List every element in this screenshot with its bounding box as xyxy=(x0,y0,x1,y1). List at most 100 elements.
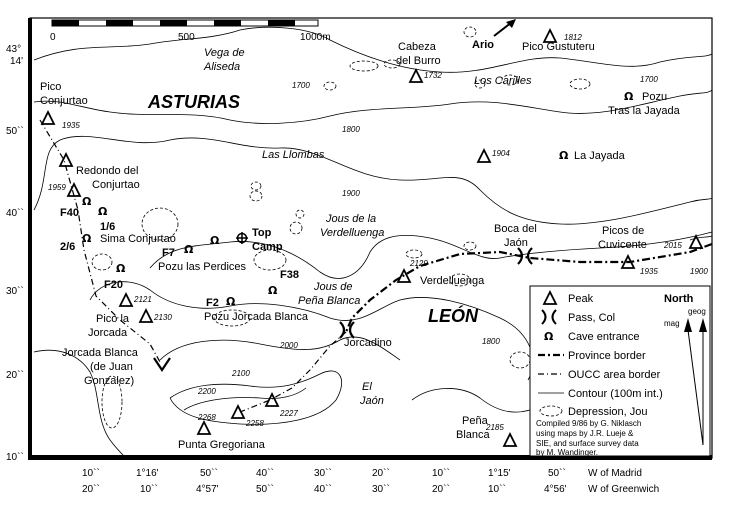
province-border xyxy=(344,242,713,333)
cave-icon-f7: Ω xyxy=(184,243,194,256)
peak-icon-2227 xyxy=(264,391,280,407)
cave-icon-sima: Ω xyxy=(82,232,92,245)
legend-north: North xyxy=(664,293,694,305)
label-f40: F40 xyxy=(60,207,79,219)
scale-bar: 0 500 1000m xyxy=(50,19,331,43)
peak-markers xyxy=(40,27,704,447)
lon-madrid-0: 10`` xyxy=(82,467,100,479)
contour-1700b: 1700 xyxy=(640,75,658,84)
legend-credit-2: using maps by J.R. Lueje & xyxy=(536,429,634,438)
label-jorcada-blanca-1: Jorcada Blanca xyxy=(62,347,139,359)
longitude-greenwich: 20`` 10`` 4°57' 50`` 40`` 30`` 20`` 10``… xyxy=(82,483,659,495)
contour-1700a: 1700 xyxy=(292,81,310,90)
lon-gw-7: 10`` xyxy=(488,483,506,495)
left-border xyxy=(28,18,32,460)
label-f2: F2 xyxy=(206,297,219,309)
lon-gw-0: 20`` xyxy=(82,483,100,495)
area-el-jaon-2: Jaón xyxy=(359,395,384,407)
cave-icon-jayada: Ω xyxy=(559,149,569,162)
lat-50: 50`` xyxy=(6,125,24,137)
lat-30: 30`` xyxy=(6,285,24,297)
lon-madrid-2: 50`` xyxy=(200,467,218,479)
peak-icon-pena-blanca xyxy=(502,431,518,447)
elev-2129: 2129 xyxy=(409,259,428,268)
label-pozu-jorcada: Pozu Jorcada Blanca xyxy=(204,311,309,323)
label-f20: F20 xyxy=(104,279,123,291)
peak-icon-gregoriana xyxy=(196,419,212,435)
camp-icon xyxy=(236,232,248,244)
label-redondo-1: Redondo del xyxy=(76,165,138,177)
label-jayada: La Jayada xyxy=(574,150,626,162)
scale-label-500: 500 xyxy=(178,32,195,43)
label-ario: Ario xyxy=(472,39,494,51)
label-pico-conjurtao-1: Pico xyxy=(40,81,61,93)
label-pozu-tras-1: Pozu xyxy=(642,91,667,103)
area-vega-1: Vega de xyxy=(204,47,245,59)
label-jorcada-blanca-3: Gonzalez) xyxy=(84,375,134,387)
lon-gw-6: 20`` xyxy=(432,483,450,495)
contour-labels: 1700 1700 1800 1800 1900 1900 2000 2100 … xyxy=(197,75,708,396)
label-jorcada-1: Pico la xyxy=(96,313,130,325)
elev-2015: 2015 xyxy=(663,241,682,250)
area-llombas: Las Llombas xyxy=(262,149,325,161)
label-jorcadino: Jorcadino xyxy=(344,337,392,349)
legend-geog: geog xyxy=(688,307,706,316)
peak-icon-1904 xyxy=(476,147,492,163)
legend-cave: Cave entrance xyxy=(568,331,640,343)
label-gregoriana: Punta Gregoriana xyxy=(178,439,266,451)
elev-2258: 2258 xyxy=(245,419,264,428)
elev-2185: 2185 xyxy=(485,423,504,432)
peak-icon-cuvicente xyxy=(620,253,636,269)
north-arrow-mag xyxy=(687,329,704,446)
latitude-labels: 43° 14' 50`` 40`` 30`` 20`` 10`` xyxy=(6,44,24,463)
contour-2000: 2000 xyxy=(279,341,298,350)
peak-icon-conjurtao xyxy=(40,109,56,125)
elev-1935b: 1935 xyxy=(640,267,658,276)
legend-cave-icon: Ω xyxy=(544,330,554,343)
label-top-camp-2: Camp xyxy=(252,241,283,253)
label-pena-blanca-2: Blanca xyxy=(456,429,491,441)
lat-40: 40`` xyxy=(6,207,24,219)
oucc-border xyxy=(39,119,161,363)
lat-43: 43° xyxy=(6,44,21,55)
label-1-6: 1/6 xyxy=(100,221,115,233)
elev-1935a: 1935 xyxy=(62,121,80,130)
legend-contour: Contour (100m int.) xyxy=(568,388,663,400)
oucc-border-south xyxy=(239,331,347,413)
legend-oucc: OUCC area border xyxy=(568,369,661,381)
bottom-border xyxy=(30,455,712,460)
label-perdices: Pozu las Perdices xyxy=(158,261,247,273)
label-boca-2: Jaón xyxy=(504,237,528,249)
label-boca-1: Boca del xyxy=(494,223,537,235)
pass-jorcadino xyxy=(339,321,355,339)
cave-icon-tras: Ω xyxy=(624,90,634,103)
region-asturias: ASTURIAS xyxy=(147,92,240,112)
legend: Peak Pass, Col Ω Cave entrance Province … xyxy=(529,285,711,457)
peak-icon-1959 xyxy=(66,181,82,197)
area-el-jaon-1: El xyxy=(362,381,372,393)
label-sima: Sima Conjurtao xyxy=(100,233,176,245)
cave-icon-f40: Ω xyxy=(82,195,92,208)
elev-1959: 1959 xyxy=(48,183,66,192)
elev-2130: 2130 xyxy=(153,313,172,322)
contour-2200: 2200 xyxy=(197,387,216,396)
peak-icon-gustuteru xyxy=(542,27,558,43)
lon-gw-8: 4°56' xyxy=(544,484,567,495)
label-cabeza-2: del Burro xyxy=(396,55,441,67)
scale-label-0: 0 xyxy=(50,32,56,43)
contour-2100: 2100 xyxy=(231,369,250,378)
peak-icon-2121 xyxy=(118,291,134,307)
label-redondo-2: Conjurtao xyxy=(92,179,140,191)
label-cabeza-1: Cabeza xyxy=(398,41,437,53)
lon-gw-5: 30`` xyxy=(372,483,390,495)
legend-mag: mag xyxy=(664,319,680,328)
label-pena-blanca-1: Peña xyxy=(462,415,489,427)
label-2-6: 2/6 xyxy=(60,241,75,253)
peak-icon-verdelluenga xyxy=(396,267,412,283)
lon-madrid-7: 1°15' xyxy=(488,468,511,479)
area-jous-pena-2: Peña Blanca xyxy=(298,295,360,307)
lon-madrid-4: 30`` xyxy=(314,467,332,479)
ario-arrow xyxy=(493,19,516,37)
lon-gw-1: 10`` xyxy=(140,483,158,495)
